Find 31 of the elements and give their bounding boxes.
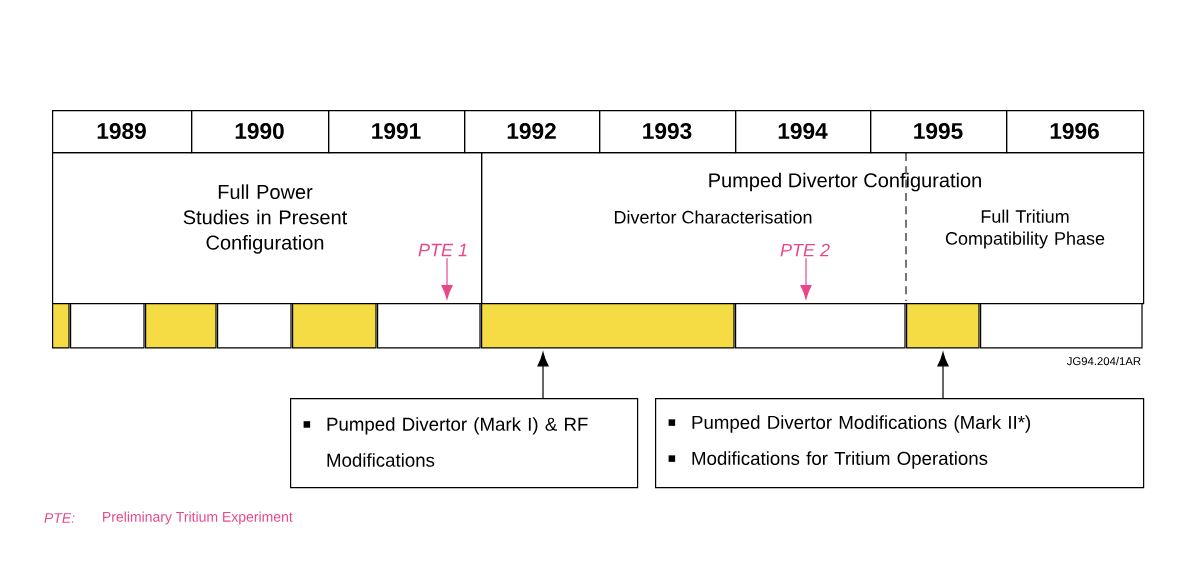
arrow [937,352,949,399]
schedule-bar [906,303,980,349]
schedule-bar [735,303,906,349]
year-cell: 1996 [1006,110,1145,154]
marker-label: PTE 1 [418,243,467,257]
year-cell: 1992 [464,110,601,154]
phase-label: Divertor Characterisation [614,210,812,224]
abbreviation: PTE: [44,513,75,523]
year-cell: 1990 [191,110,330,154]
schedule-bar [292,303,377,349]
year-cell: 1993 [599,110,737,154]
figure-code: JG94.204/1AR [1066,356,1141,366]
bullet-box: Pumped Divertor Modifications (Mark II*) Modifications for Tritium Operations [655,398,1145,489]
schedule-bar [377,303,481,349]
schedule-bar [481,303,735,349]
arrow [537,352,549,399]
arrow [800,257,812,300]
schedule-bar [217,303,292,349]
schedule-bar [145,303,217,349]
legend-text: Preliminary Tritium Experiment [103,511,293,525]
year-cell: 1989 [52,110,193,154]
arrow [441,257,453,300]
marker-label: PTE 2 [780,243,830,257]
year-cell: 1994 [735,110,872,154]
schedule-bar [70,303,145,349]
bullet-box: Pumped Divertor (Mark I) & RF Modifications [290,398,639,489]
schedule-bar [52,303,70,349]
schedule-bar [980,303,1143,349]
year-cell: 1995 [870,110,1008,154]
phase-label: Full Tritium Compatibility Phase [945,209,1105,249]
year-cell: 1991 [328,110,466,154]
